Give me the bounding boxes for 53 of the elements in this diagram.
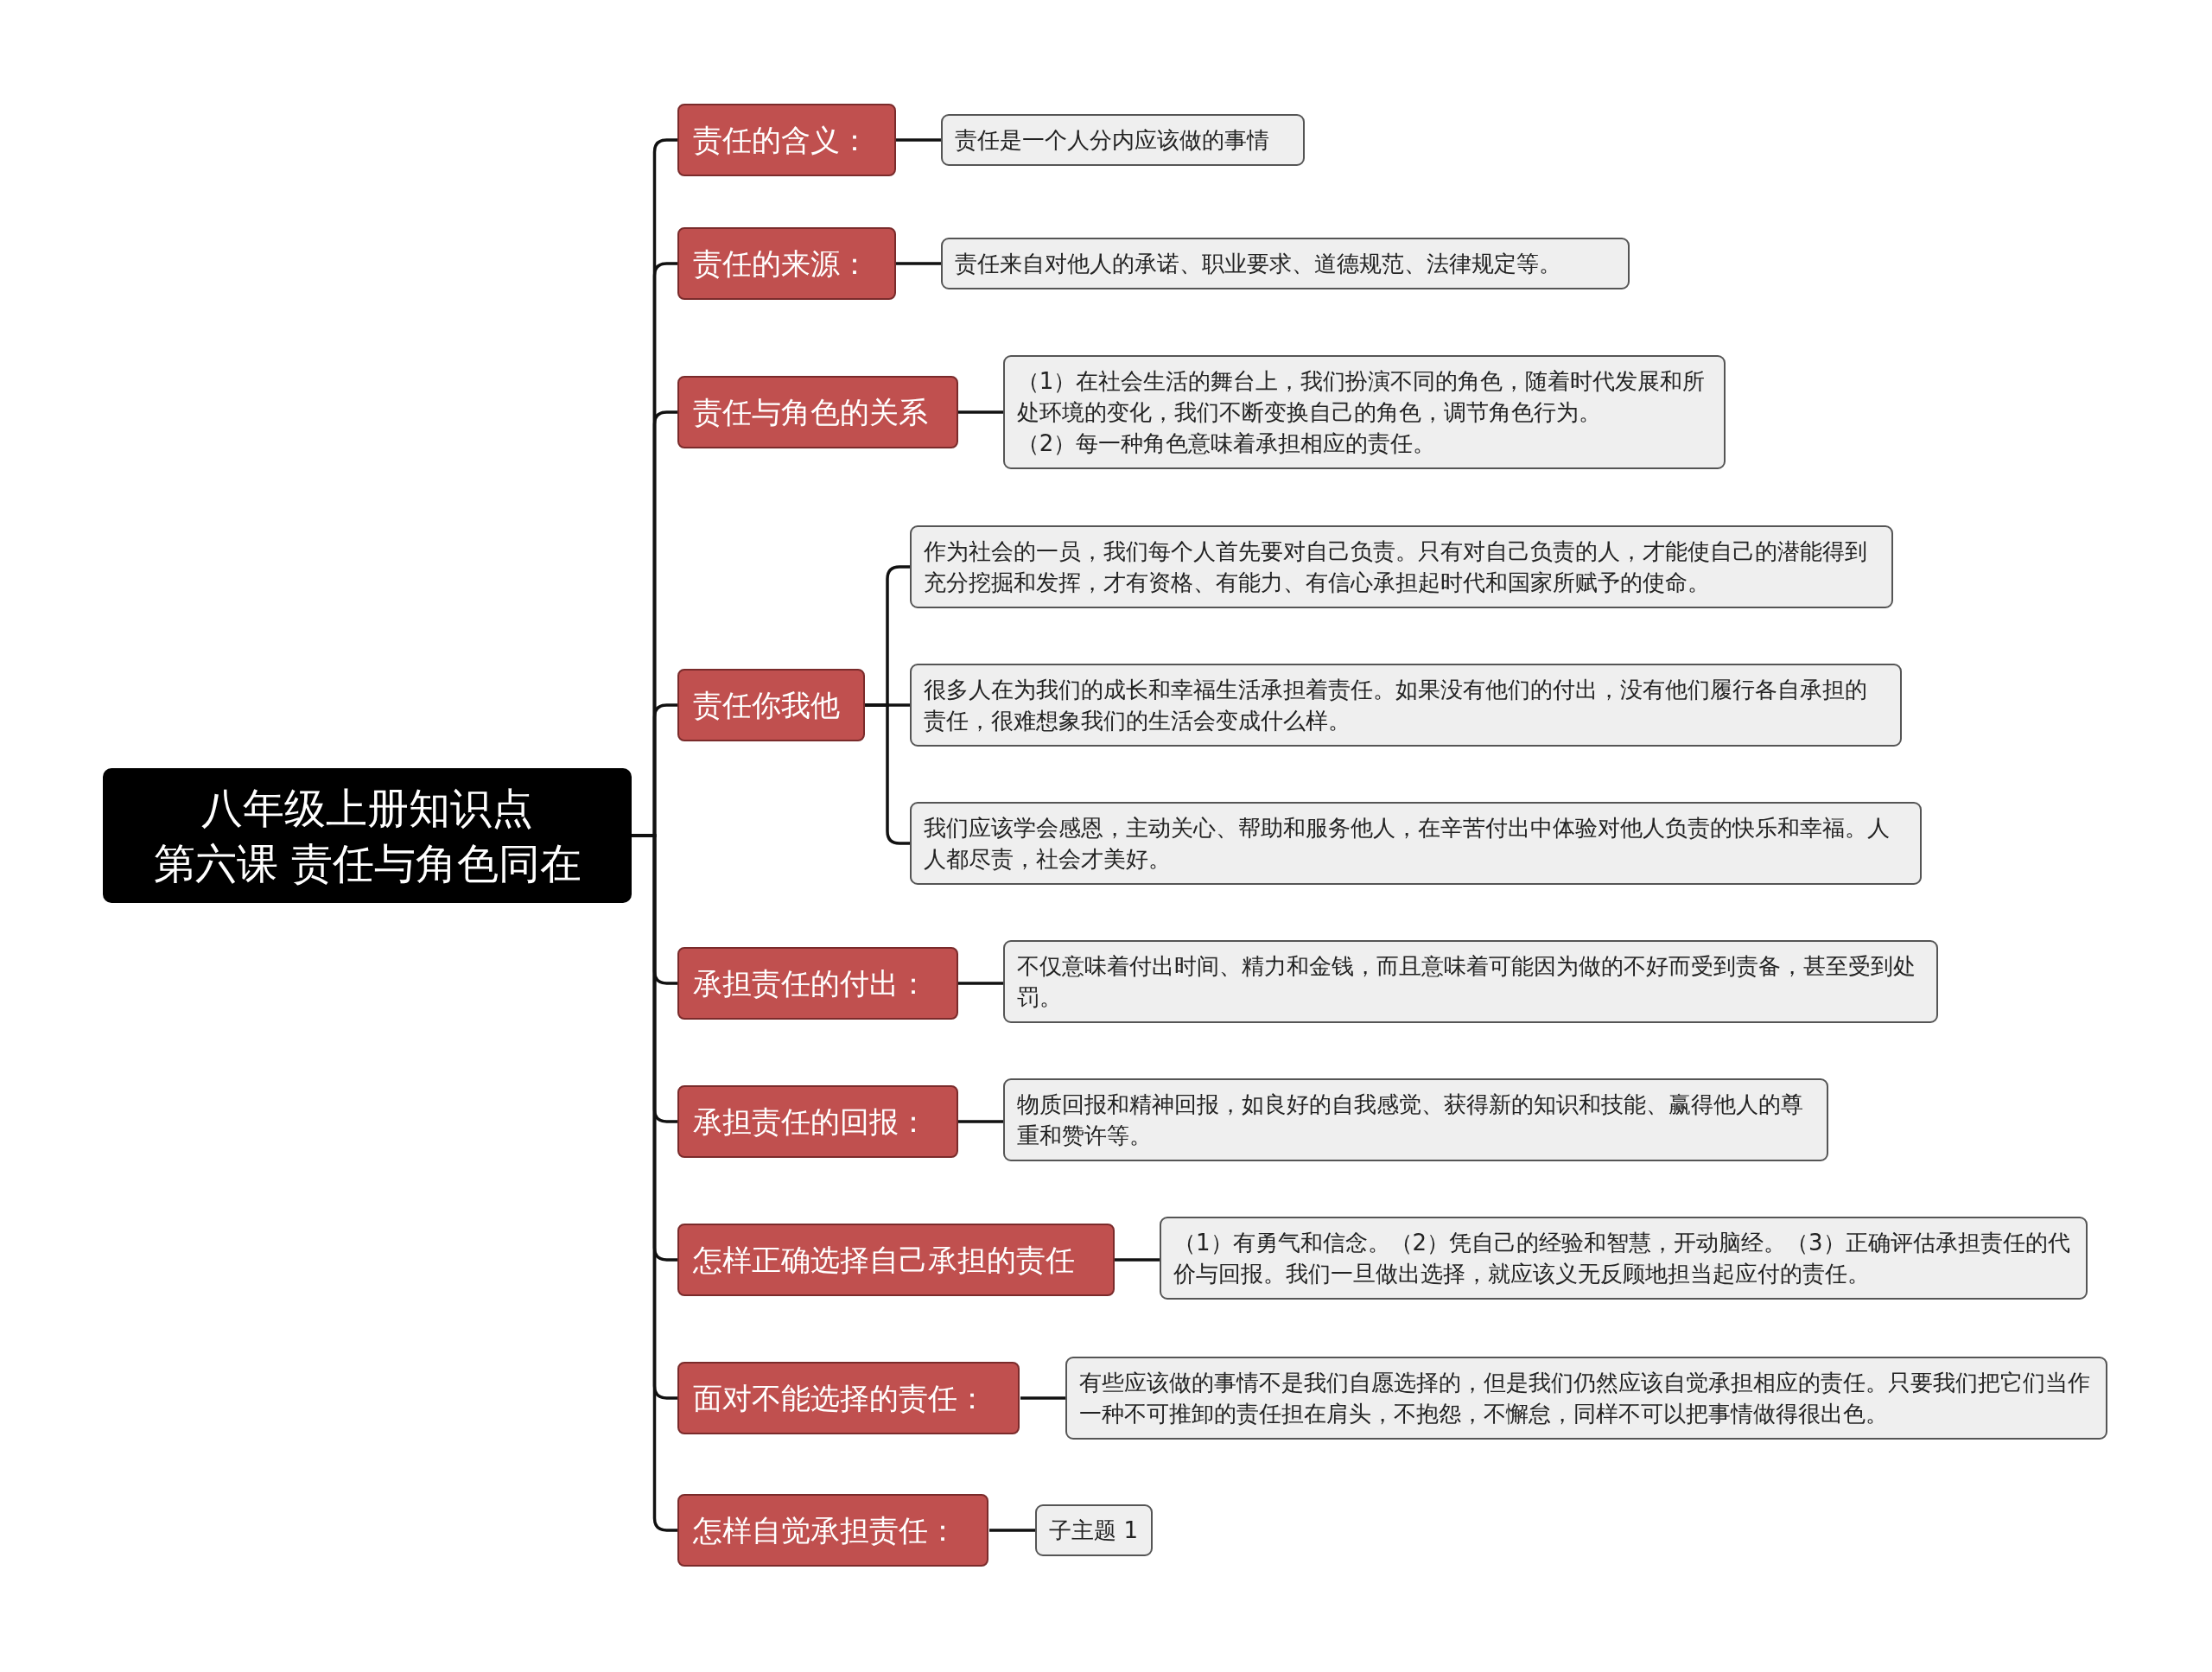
subtopic-box [910,802,1922,886]
subtopic-text: 很多人在为我们的成长和幸福生活承担着责任。如果没有他们的付出，没有他们履行各自承担的责任，很难想象我们的生活会变成什么样。 [924,676,1869,736]
topic-box [677,946,958,1020]
topic-box [677,103,896,176]
topic-box [677,1361,1020,1434]
root-topic-text: 第六课 责任与角色同在 [152,837,582,889]
subtopic-text: （1）在社会生活的舞台上，我们扮演不同的角色，随着时代发展和所处环境的变化，我们不断变换自己的角色，调节角色行为。 [1016,366,1707,427]
subtopic-box [940,113,1306,166]
topic-text: 承担责任的付出： [692,964,929,1002]
connector-line [958,410,1003,414]
topic-box [677,227,896,301]
connector-line [958,982,1003,985]
subtopic-text: 责任来自对他人的承诺、职业要求、道德规范、法律规定等。 [954,250,1562,279]
root-topic-text: 八年级上册知识点 [200,782,535,834]
subtopic-box [1065,1356,2108,1440]
topic-text: 责任的来源： [692,245,870,283]
connector-line [896,138,941,142]
subtopic-box [1035,1504,1153,1557]
topic-text: 责任你我他 [692,687,841,725]
subtopic-text: 责任是一个人分内应该做的事情 [954,125,1270,155]
subtopic-text: 物质回报和精神回报，如良好的自我感觉、获得新的知识和技能、赢得他人的尊重和赞许等。 [1016,1090,1804,1151]
subtopic-text: 有些应该做的事情不是我们自愿选择的，但是我们仍然应该自觉承担相应的责任。只要我们把它们当作一种不可推卸的责任担在肩头，不抱怨，不懈怠，同样不可以把事情做得很出色。 [1078,1368,2091,1428]
subtopic-text: （2）每一种角色意味着承担相应的责任。 [1016,429,1437,458]
subtopic-box [1002,940,1939,1024]
subtopic-box [910,664,1902,747]
topic-text: 面对不能选择的责任： [692,1379,988,1417]
connector-line [1020,1396,1065,1400]
subtopic-text: 子主题 1 [1049,1516,1139,1546]
root-topic-box [103,767,632,903]
connector-line [958,1120,1003,1123]
topic-box [677,375,958,448]
topic-text: 怎样正确选择自己承担的责任 [692,1241,1076,1279]
connector-line [896,262,941,265]
connector-line [989,1529,1035,1532]
topic-text: 承担责任的回报： [692,1103,929,1141]
connector-line [865,703,910,845]
subtopic-box [940,238,1630,290]
topic-box [677,669,865,742]
subtopic-text: 不仅意味着付出时间、精力和金钱，而且意味着可能因为做的不好而受到责备，甚至受到处罚。 [1016,952,1916,1013]
topic-box [677,1084,958,1158]
subtopic-text: 我们应该学会感恩，主动关心、帮助和服务他人，在辛苦付出中体验对他人负责的快乐和幸福。人人都尽责，社会才美好。 [924,814,1891,874]
subtopic-box [1002,1078,1828,1162]
subtopic-box [1160,1217,2088,1300]
topic-box [677,1223,1115,1296]
topic-text: 责任与角色的关系 [692,393,929,431]
subtopic-text: （1）有勇气和信念。（2）凭自己的经验和智慧，开动脑经。（3）正确评估承担责任的代价与回报。我们一旦做出选择，就应该义无反顾地担当起应付的责任。 [1173,1229,2071,1289]
topic-box [677,1494,989,1567]
subtopic-text: 作为社会的一员，我们每个人首先要对自己负责。只有对自己负责的人，才能使自己的潜能得到充分挖掘和发挥，才有资格、有能力、有信心承担起时代和国家所赋予的使命。 [924,537,1869,598]
topic-text: 责任的含义： [692,121,870,159]
topic-text: 怎样自觉承担责任： [692,1512,958,1550]
subtopic-box [1002,354,1726,469]
connector-line [1115,1258,1160,1262]
subtopic-box [910,525,1893,609]
